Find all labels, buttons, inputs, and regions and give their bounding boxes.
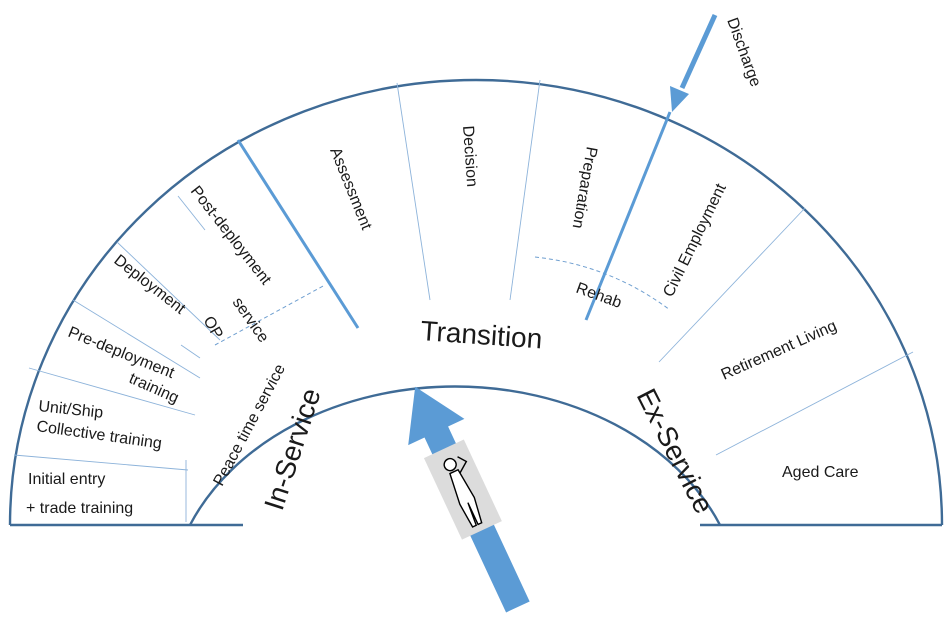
discharge-label: Discharge xyxy=(723,16,764,90)
discharge-arrow xyxy=(670,13,718,112)
civil-employment-label: Civil Employment xyxy=(660,181,730,300)
preparation-label: Preparation xyxy=(569,145,600,229)
ex-service-label: Ex-Service xyxy=(631,384,720,519)
rehab-dotted-arc xyxy=(534,256,671,311)
unit-ship-line2: Collective training xyxy=(35,418,162,452)
deployment-label: Deployment xyxy=(111,252,189,318)
unit-ship-line1: Unit/Ship xyxy=(38,398,104,422)
in-service-transition-boundary xyxy=(236,139,360,329)
decision-label: Decision xyxy=(459,125,480,187)
op-service-line2: service xyxy=(229,295,272,346)
transition-dividers xyxy=(396,79,914,456)
aged-care-label: Aged Care xyxy=(782,464,859,481)
discharge-boundary xyxy=(584,111,672,321)
pre-deployment-line1: Pre-deployment xyxy=(66,324,178,382)
initial-entry-line1: Initial entry xyxy=(28,471,105,488)
initial-entry-line2: + trade training xyxy=(26,500,133,517)
outer-arc xyxy=(8,78,944,526)
transition-label: Transition xyxy=(420,315,544,354)
post-deployment-label: Post-deployment xyxy=(187,183,275,289)
retirement-living-label: Retirement Living xyxy=(719,317,840,383)
inner-arc xyxy=(188,385,722,526)
assessment-label: Assessment xyxy=(326,145,375,233)
op-service-line1: OP xyxy=(200,314,226,343)
pre-deployment-line2: training xyxy=(126,370,181,407)
saluting-soldier-icon xyxy=(423,439,502,540)
in-service-dividers xyxy=(13,195,326,522)
